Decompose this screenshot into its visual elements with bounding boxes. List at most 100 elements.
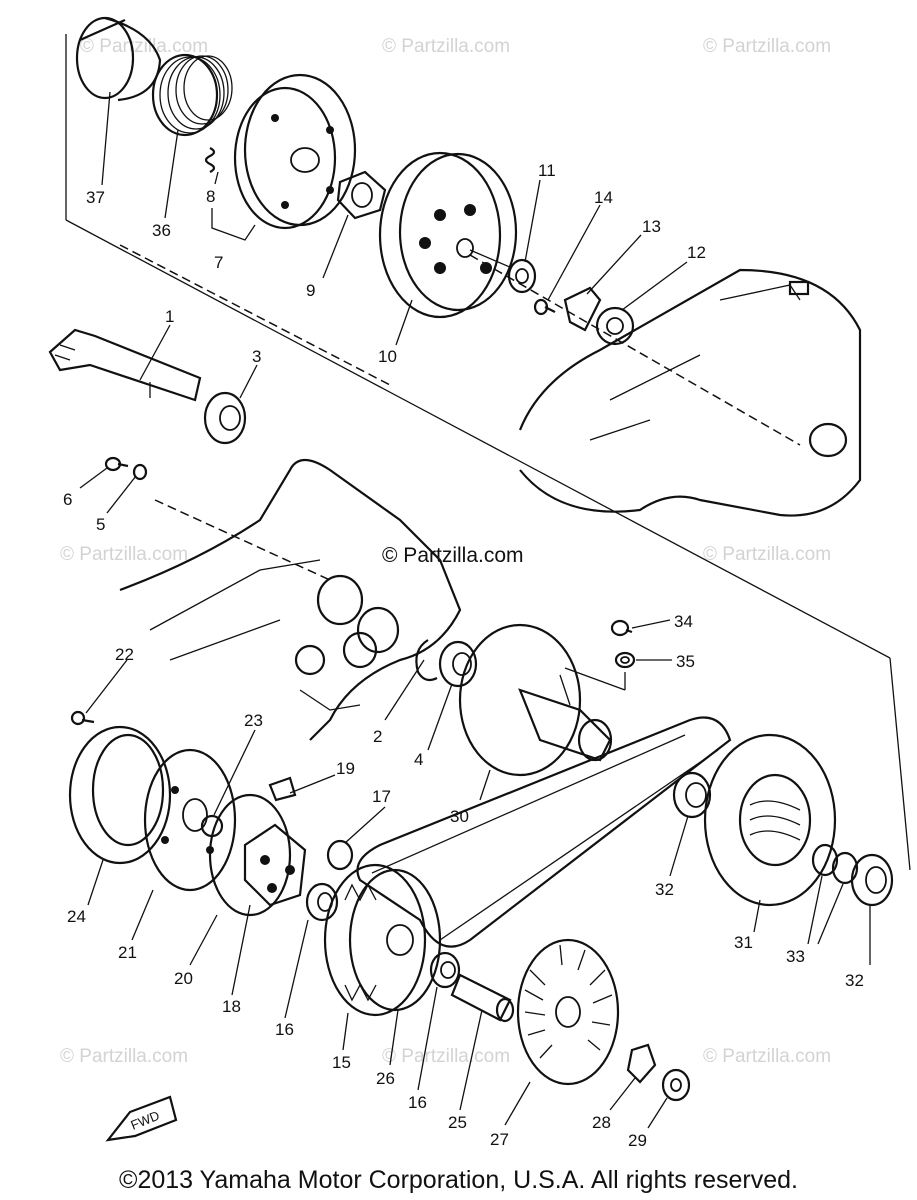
- watermark-top-left: © Partzilla.com: [80, 36, 208, 57]
- part-21-cam-plate: [143, 748, 237, 892]
- part-2-circlip: [415, 639, 438, 682]
- part-31-secondary-sheave: [703, 733, 837, 907]
- watermark-bottom-left: © Partzilla.com: [60, 1046, 188, 1067]
- part-8-small-spring: [204, 147, 216, 173]
- part-1-shaft: [48, 328, 202, 402]
- label-1: 1: [165, 307, 174, 326]
- watermark-bottom-center: © Partzilla.com: [382, 1046, 510, 1067]
- label-36: 36: [152, 221, 171, 240]
- label-21: 21: [118, 943, 137, 962]
- label-3: 3: [252, 347, 261, 366]
- watermark-mid-left: © Partzilla.com: [60, 544, 188, 565]
- label-15: 15: [332, 1053, 351, 1072]
- label-20: 20: [174, 969, 193, 988]
- label-2: 2: [373, 727, 382, 746]
- part-35-washer: [614, 651, 636, 669]
- part-13-plate: [563, 286, 602, 332]
- part-4-seal: [438, 640, 478, 688]
- copyright-notice: ©2013 Yamaha Motor Corporation, U.S.A. A…: [119, 1166, 798, 1194]
- part-29-nut: [661, 1068, 691, 1102]
- label-34: 34: [674, 612, 693, 631]
- label-32-left: 32: [655, 880, 674, 899]
- label-8: 8: [206, 187, 215, 206]
- label-37: 37: [86, 188, 105, 207]
- label-14: 14: [594, 188, 613, 207]
- part-32-seal-left: [672, 771, 712, 819]
- fwd-arrow: FWD: [105, 1095, 178, 1142]
- label-23: 23: [244, 711, 263, 730]
- label-18: 18: [222, 997, 241, 1016]
- label-4: 4: [414, 750, 423, 769]
- part-30-fixed-sheave: [458, 623, 613, 777]
- part-labels: 37 36 8 7 9 10 11 14 13 12 1 3 6 5 22 23…: [63, 161, 864, 1150]
- part-3-bearing: [203, 391, 247, 445]
- part-33-o-rings: [811, 843, 859, 885]
- guide-right-vertical: [889, 657, 911, 871]
- label-29: 29: [628, 1131, 647, 1150]
- label-10: 10: [378, 347, 397, 366]
- label-11: 11: [538, 161, 556, 180]
- part-19-clip: [268, 776, 297, 802]
- label-27: 27: [490, 1130, 509, 1149]
- crankcase-section: [119, 458, 462, 741]
- label-22: 22: [115, 645, 134, 664]
- part-27-fan-sheave: [516, 938, 620, 1086]
- part-25-collar: [450, 973, 515, 1023]
- label-28: 28: [592, 1113, 611, 1132]
- label-16-upper: 16: [275, 1020, 294, 1039]
- part-10-clutch-drum: [378, 151, 518, 319]
- label-6: 6: [63, 490, 72, 509]
- part-24-cover: [68, 725, 172, 865]
- label-17: 17: [372, 787, 391, 806]
- label-12: 12: [687, 243, 706, 262]
- part-16-seal-lower: [429, 951, 461, 989]
- part-34-screw: [610, 619, 633, 637]
- label-30: 30: [450, 807, 469, 826]
- part-32-seal-right: [850, 853, 894, 907]
- label-32-right: 32: [845, 971, 864, 990]
- watermark-group: © Partzilla.com © Partzilla.com © Partzi…: [60, 36, 831, 1067]
- label-35: 35: [676, 652, 695, 671]
- label-25: 25: [448, 1113, 467, 1132]
- guide-diagonal-long: [65, 219, 891, 659]
- part-7-clutch-carrier: [233, 73, 357, 230]
- label-19: 19: [336, 759, 355, 778]
- label-13: 13: [642, 217, 661, 236]
- engine-case-cover: [518, 268, 862, 517]
- part-6-bolt: [104, 456, 129, 472]
- watermark-mid-right: © Partzilla.com: [703, 544, 831, 565]
- label-16-lower: 16: [408, 1093, 427, 1112]
- part-17-roller: [326, 839, 354, 871]
- part-15-sliding-sheave: [323, 863, 442, 1017]
- part-36-spring: [151, 53, 233, 137]
- part-20-ring: [208, 793, 292, 917]
- watermark-top-right: © Partzilla.com: [703, 36, 831, 57]
- guide-dash-shaft: [119, 244, 391, 386]
- label-5: 5: [96, 515, 105, 534]
- v-belt: [356, 716, 732, 948]
- label-9: 9: [306, 281, 315, 300]
- label-24: 24: [67, 907, 86, 926]
- part-22-screw: [70, 710, 95, 726]
- label-26: 26: [376, 1069, 395, 1088]
- part-11-nut: [507, 258, 537, 294]
- part-37-clutch-cup: [75, 16, 162, 102]
- part-18-slider: [243, 823, 307, 907]
- part-14-screw: [533, 298, 556, 316]
- label-33: 33: [786, 947, 805, 966]
- label-31: 31: [734, 933, 753, 952]
- assembly-guide-lines: [65, 34, 911, 871]
- guide-dash-clutch: [469, 254, 801, 446]
- leader-lines: [79, 91, 871, 1129]
- guide-dash-case: [154, 499, 331, 581]
- part-12-bearing: [595, 306, 635, 346]
- part-28-washer: [626, 1043, 657, 1084]
- watermark-top-center: © Partzilla.com: [382, 36, 510, 57]
- guide-screw-link: [564, 667, 626, 691]
- watermark-bottom-right: © Partzilla.com: [703, 1046, 831, 1067]
- part-5-washer: [132, 463, 148, 481]
- watermark-center: © Partzilla.com: [382, 544, 524, 567]
- part-9-nut: [336, 170, 387, 220]
- label-7: 7: [214, 253, 223, 272]
